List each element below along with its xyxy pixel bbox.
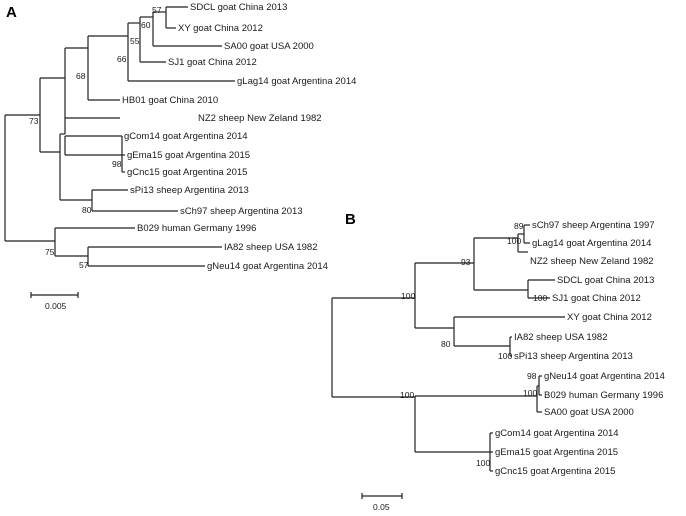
taxon-label: IA82 sheep USA 1982	[224, 242, 318, 253]
bootstrap-value: 100	[523, 388, 537, 398]
taxon-label: B029 human Germany 1996	[137, 223, 256, 234]
taxon-label: gLag14 goat Argentina 2014	[237, 76, 356, 87]
taxon-label: sCh97 sheep Argentina 2013	[180, 206, 303, 217]
panel-b-label: B	[345, 211, 356, 228]
scale-bar-label: 0.005	[45, 301, 67, 311]
taxon-label: NZ2 sheep New Zeland 1982	[530, 256, 654, 267]
panel-a-branches	[4, 6, 235, 267]
bootstrap-value: 80	[441, 339, 451, 349]
taxon-label: gCnc15 goat Argentina 2015	[127, 167, 247, 178]
taxon-label: XY goat China 2012	[178, 23, 263, 34]
scale-bar-label: 0.05	[373, 502, 390, 512]
bootstrap-value: 100	[476, 458, 490, 468]
taxon-label: sPi13 sheep Argentina 2013	[514, 351, 633, 362]
bootstrap-value: 75	[45, 247, 55, 257]
taxon-label: SDCL goat China 2013	[190, 2, 287, 13]
taxon-label: gNeu14 goat Argentina 2014	[207, 261, 328, 272]
taxon-label: gLag14 goat Argentina 2014	[532, 238, 651, 249]
bootstrap-value: 100	[401, 291, 415, 301]
bootstrap-value: 66	[117, 54, 127, 64]
panel-a-bootstrap: 57 60 55 66 68 73 98 80 75 57	[29, 5, 162, 270]
taxon-label: B029 human Germany 1996	[544, 390, 663, 401]
taxon-label: SDCL goat China 2013	[557, 275, 654, 286]
taxon-label: gEma15 goat Argentina 2015	[127, 150, 250, 161]
bootstrap-value: 100	[507, 236, 521, 246]
bootstrap-value: 73	[29, 116, 39, 126]
bootstrap-value: 60	[141, 20, 151, 30]
taxon-label: HB01 goat China 2010	[122, 95, 218, 106]
bootstrap-value: 93	[461, 257, 471, 267]
taxon-label: SJ1 goat China 2012	[552, 293, 641, 304]
bootstrap-value: 80	[82, 205, 92, 215]
taxon-label: SJ1 goat China 2012	[168, 57, 257, 68]
taxon-label: sCh97 sheep Argentina 1997	[532, 220, 655, 231]
panel-b: B	[331, 211, 665, 512]
bootstrap-value: 55	[130, 36, 140, 46]
bootstrap-value: 68	[76, 71, 86, 81]
taxon-label: gCom14 goat Argentina 2014	[495, 428, 619, 439]
panel-b-branches	[331, 224, 565, 472]
taxon-label: gCom14 goat Argentina 2014	[124, 131, 248, 142]
bootstrap-value: 89	[514, 221, 524, 231]
panel-b-taxa: sCh97 sheep Argentina 1997 gLag14 goat A…	[495, 220, 665, 477]
taxon-label: XY goat China 2012	[567, 312, 652, 323]
panel-a-scale-bar: 0.005	[30, 292, 79, 311]
taxon-label: NZ2 sheep New Zeland 1982	[198, 113, 322, 124]
bootstrap-value: 57	[152, 5, 162, 15]
panel-a-label: A	[6, 4, 17, 21]
taxon-label: SA00 goat USA 2000	[224, 41, 314, 52]
taxon-label: sPi13 sheep Argentina 2013	[130, 185, 249, 196]
panel-a: A	[4, 2, 356, 311]
bootstrap-value: 98	[527, 371, 537, 381]
taxon-label: gCnc15 goat Argentina 2015	[495, 466, 615, 477]
taxon-label: gEma15 goat Argentina 2015	[495, 447, 618, 458]
bootstrap-value: 100	[400, 390, 414, 400]
bootstrap-value: 57	[79, 260, 89, 270]
taxon-label: IA82 sheep USA 1982	[514, 332, 608, 343]
bootstrap-value: 100	[498, 351, 512, 361]
panel-b-scale-bar: 0.05	[361, 493, 403, 512]
panel-b-bootstrap: 89 100 93 100 100 100 80 98 100 100 100	[400, 221, 547, 468]
panel-a-taxa: SDCL goat China 2013 XY goat China 2012 …	[122, 2, 356, 272]
bootstrap-value: 98	[112, 159, 122, 169]
bootstrap-value: 100	[533, 293, 547, 303]
taxon-label: SA00 goat USA 2000	[544, 407, 634, 418]
taxon-label: gNeu14 goat Argentina 2014	[544, 371, 665, 382]
